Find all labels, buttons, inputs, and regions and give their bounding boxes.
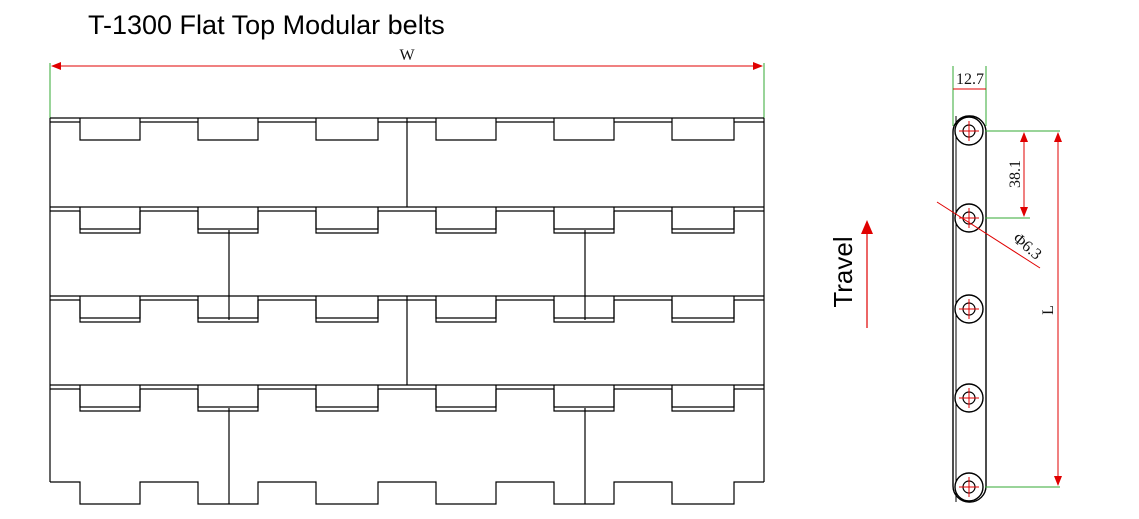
- length-dimension: L: [985, 132, 1062, 488]
- module-row-recess-inner-4: [79, 389, 735, 412]
- thickness-label: 38.1: [1007, 160, 1024, 188]
- pin-diameter-label: Φ6.3: [1009, 230, 1044, 263]
- travel-label: Travel: [828, 236, 858, 307]
- pitch-label: 12.7: [956, 71, 984, 88]
- travel-indicator: Travel: [828, 220, 873, 328]
- width-dimension: W: [49, 47, 765, 128]
- module-row-recess-2: [79, 207, 735, 230]
- module-row-recess-4: [79, 385, 735, 408]
- drawing-title: T-1300 Flat Top Modular belts: [88, 10, 445, 40]
- module-row-recess-1: [79, 118, 735, 141]
- thickness-dimension: 38.1: [985, 130, 1060, 219]
- pitch-dimension: 12.7: [952, 66, 987, 126]
- belt-side-view: [952, 115, 987, 503]
- belt-top-view: [49, 117, 765, 505]
- module-bottom-edge: [50, 481, 764, 505]
- module-row-recess-inner-3: [79, 300, 735, 323]
- length-label: L: [1040, 305, 1057, 315]
- module-row-recess-3: [79, 296, 735, 319]
- module-row-recess-inner-2: [79, 211, 735, 234]
- width-label: W: [399, 47, 415, 64]
- side-body: [952, 115, 987, 503]
